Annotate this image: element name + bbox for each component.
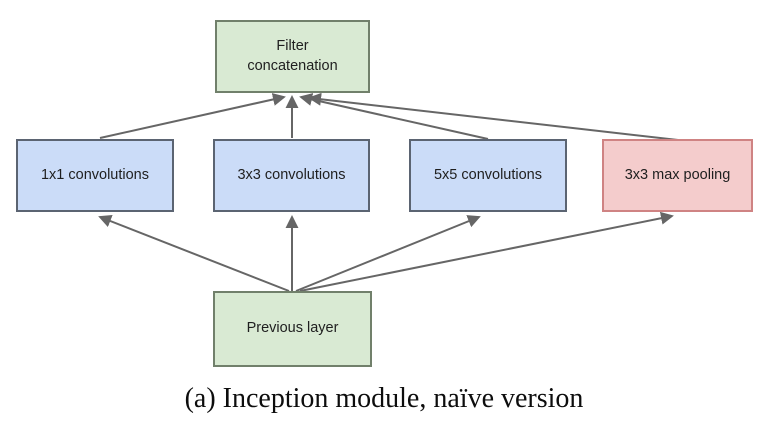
max-pooling-node: 3x3 max pooling	[602, 139, 753, 212]
filter-concatenation-node: Filter concatenation	[215, 20, 370, 93]
filter-concatenation-label: Filter concatenation	[247, 37, 338, 74]
conv-1x1-label: 1x1 convolutions	[40, 166, 149, 183]
edge-previous-to-conv5x5	[295, 215, 481, 292]
edge-previous-to-conv1x1	[98, 214, 290, 292]
conv-3x3-node: 3x3 convolutions	[213, 139, 370, 212]
figure-caption: (a) Inception module, naïve version	[184, 383, 584, 414]
previous-layer-node: Previous layer	[213, 291, 372, 367]
conv-3x3-label: 3x3 convolutions	[237, 166, 346, 183]
conv-5x5-node: 5x5 convolutions	[409, 139, 567, 212]
previous-layer-label: Previous layer	[246, 320, 339, 337]
edge-previous-to-maxpool	[299, 211, 674, 292]
edge-maxpool-to-concat	[308, 92, 679, 141]
conv-5x5-label: 5x5 convolutions	[433, 166, 542, 183]
edge-conv5x5-to-concat	[299, 93, 489, 140]
max-pooling-label: 3x3 max pooling	[624, 166, 731, 183]
edge-conv1x1-to-concat	[99, 93, 286, 139]
conv-1x1-node: 1x1 convolutions	[16, 139, 174, 212]
